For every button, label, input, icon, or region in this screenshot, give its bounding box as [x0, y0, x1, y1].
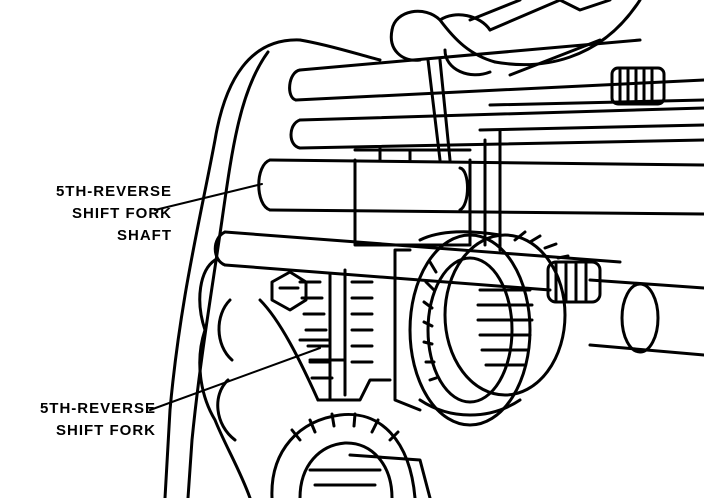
shaft-leader — [154, 183, 263, 211]
threaded-stub-top — [610, 66, 666, 106]
callout-line: SHIFT FORK — [56, 422, 156, 439]
hand — [389, 0, 642, 77]
callout-shift-fork-shaft: 5TH-REVERSE SHIFT FORK SHAFT — [4, 181, 172, 247]
callout-shift-fork: 5TH-REVERSE SHIFT FORK — [4, 398, 156, 442]
rail-shafts — [288, 38, 704, 150]
fork-leader — [149, 347, 321, 411]
callout-line: SHIFT FORK — [72, 205, 172, 222]
lower-rail-shaft — [213, 230, 622, 292]
pin-punch-tool — [426, 58, 452, 162]
callout-line: SHAFT — [117, 227, 172, 244]
callout-line: 5TH-REVERSE — [39, 400, 156, 417]
synchro-gear — [393, 230, 570, 427]
callout-line: 5TH-REVERSE — [55, 183, 172, 200]
output-shaft — [546, 260, 704, 357]
lower-gear — [270, 412, 432, 498]
shift-fork — [258, 268, 392, 402]
bolt-head — [270, 270, 308, 312]
transmission-case — [163, 38, 382, 498]
leader-lines — [149, 183, 321, 411]
